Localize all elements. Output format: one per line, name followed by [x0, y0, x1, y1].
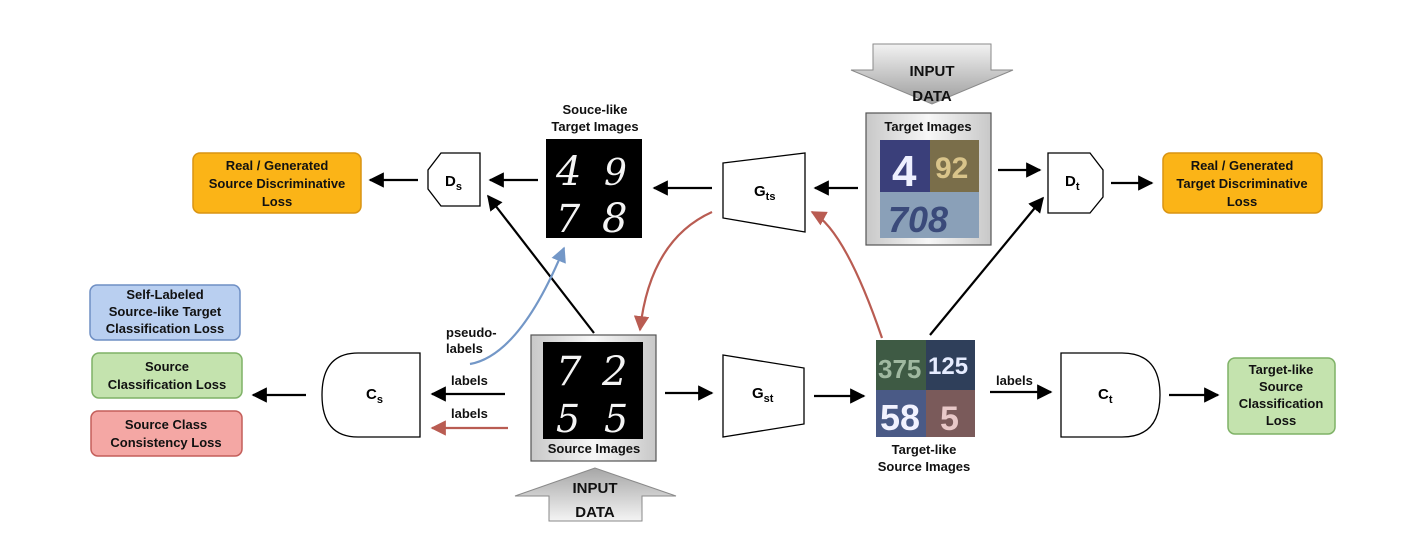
target-like-source-images: 375 125 58 5 Target-like Source Images [876, 340, 975, 474]
source-digit-1: 7 [556, 349, 582, 395]
target-digit-2: 92 [935, 152, 968, 185]
classifier-ct: Ct [1060, 352, 1161, 438]
target-like-digit-4: 5 [940, 400, 959, 438]
arrow-targetlike-to-gts-red [810, 211, 884, 339]
loss-target-like-classification: Target-like Source Classification Loss [1227, 357, 1336, 435]
edge-label-pseudo-2: labels [446, 341, 483, 356]
loss-source-classification: Source Classification Loss [91, 352, 243, 399]
loss-target-like-line1: Target-like [1249, 362, 1314, 377]
loss-source-disc-line1: Real / Generated [226, 158, 329, 173]
loss-source-disc-line2: Source Discriminative [209, 176, 346, 191]
generator-gts: Gts [722, 152, 806, 233]
source-like-digit-2: 9 [604, 153, 627, 194]
target-like-digit-1: 375 [878, 354, 921, 384]
gst-label: G [752, 385, 764, 402]
loss-target-discriminative: Real / Generated Target Discriminative L… [1162, 152, 1323, 214]
svg-text:Gts: Gts [754, 183, 775, 203]
loss-target-like-line4: Loss [1266, 413, 1296, 428]
loss-target-like-line2: Source [1259, 379, 1303, 394]
loss-self-labeled: Self-Labeled Source-like Target Classifi… [89, 284, 241, 341]
loss-source-class-line2: Classification Loss [108, 377, 226, 392]
source-digit-4: 5 [604, 397, 628, 441]
svg-text:Dt: Dt [1065, 173, 1080, 193]
loss-self-labeled-line3: Classification Loss [106, 321, 224, 336]
generator-gst: Gst [722, 354, 805, 438]
loss-source-disc-line3: Loss [262, 194, 292, 209]
source-like-target-images: Souce-like Target Images 4 9 7 8 [546, 102, 642, 242]
gts-label: G [754, 183, 766, 200]
source-digit-3: 5 [556, 397, 580, 441]
loss-target-like-line3: Classification [1239, 396, 1324, 411]
source-like-digit-1: 4 [555, 149, 581, 195]
edge-label-labels-ct: labels [996, 373, 1033, 388]
arrow-pseudo-labels-blue [469, 246, 566, 366]
loss-target-disc-line1: Real / Generated [1191, 158, 1294, 173]
loss-source-class-consistency: Source Class Consistency Loss [90, 410, 243, 457]
source-like-digit-4: 8 [602, 196, 627, 242]
cs-sub: s [377, 394, 383, 406]
input-data-bottom-line1: INPUT [573, 480, 618, 497]
ds-sub: s [456, 181, 462, 193]
input-data-top-line1: INPUT [910, 63, 955, 80]
svg-text:Ds: Ds [445, 173, 462, 193]
cs-label: C [366, 386, 377, 403]
target-images-thumbnail: 4 92 708 [880, 140, 979, 240]
gts-sub: ts [766, 191, 776, 203]
target-digit-3: 708 [888, 199, 948, 240]
discriminator-dt: Dt [1047, 152, 1104, 214]
loss-self-labeled-line1: Self-Labeled [126, 287, 203, 302]
edge-label-pseudo-1: pseudo- [446, 325, 497, 340]
target-like-title-line1: Target-like [892, 442, 957, 457]
edge-label-labels-red: labels [451, 406, 488, 421]
loss-consistency-line1: Source Class [125, 417, 207, 432]
input-data-bottom-line2: DATA [575, 504, 615, 521]
source-digit-2: 2 [601, 349, 627, 395]
target-images-panel: Target Images 4 92 708 [865, 112, 992, 246]
arrow-source-to-ds [487, 194, 595, 334]
input-data-top-line2: DATA [912, 88, 952, 105]
loss-self-labeled-line2: Source-like Target [109, 304, 222, 319]
arrow-gts-to-source-red [633, 210, 713, 332]
loss-source-class-line1: Source [145, 359, 189, 374]
loss-target-disc-line2: Target Discriminative [1176, 176, 1307, 191]
svg-text:Cs: Cs [366, 386, 383, 406]
loss-consistency-line2: Consistency Loss [110, 435, 221, 450]
source-like-digit-3: 7 [556, 197, 581, 241]
dt-label: D [1065, 173, 1076, 190]
source-like-title-line1: Souce-like [562, 102, 627, 117]
ds-label: D [445, 173, 456, 190]
source-like-title-line2: Target Images [551, 119, 638, 134]
edge-label-labels-black: labels [451, 373, 488, 388]
svg-text:Ct: Ct [1098, 386, 1113, 406]
arrow-targetlike-to-dt [929, 196, 1044, 336]
loss-source-discriminative: Real / Generated Source Discriminative L… [192, 152, 362, 214]
discriminator-ds: Ds [427, 152, 481, 207]
target-like-digit-2: 125 [928, 353, 968, 380]
dt-sub: t [1076, 181, 1080, 193]
ct-sub: t [1109, 394, 1113, 406]
input-data-arrow-bottom: INPUT DATA [514, 467, 677, 522]
target-like-title-line2: Source Images [878, 459, 971, 474]
svg-text:Gst: Gst [752, 385, 774, 405]
loss-target-disc-line3: Loss [1227, 194, 1257, 209]
input-data-arrow-top: INPUT DATA [850, 43, 1014, 105]
target-digit-1: 4 [892, 147, 917, 196]
source-images-panel: 7 2 5 5 Source Images [530, 334, 657, 462]
target-like-digit-3: 58 [880, 397, 920, 438]
gst-sub: st [764, 393, 774, 405]
ct-label: C [1098, 386, 1109, 403]
source-images-title: Source Images [548, 441, 641, 456]
target-images-title: Target Images [884, 119, 971, 134]
classifier-cs: Cs [321, 352, 421, 438]
